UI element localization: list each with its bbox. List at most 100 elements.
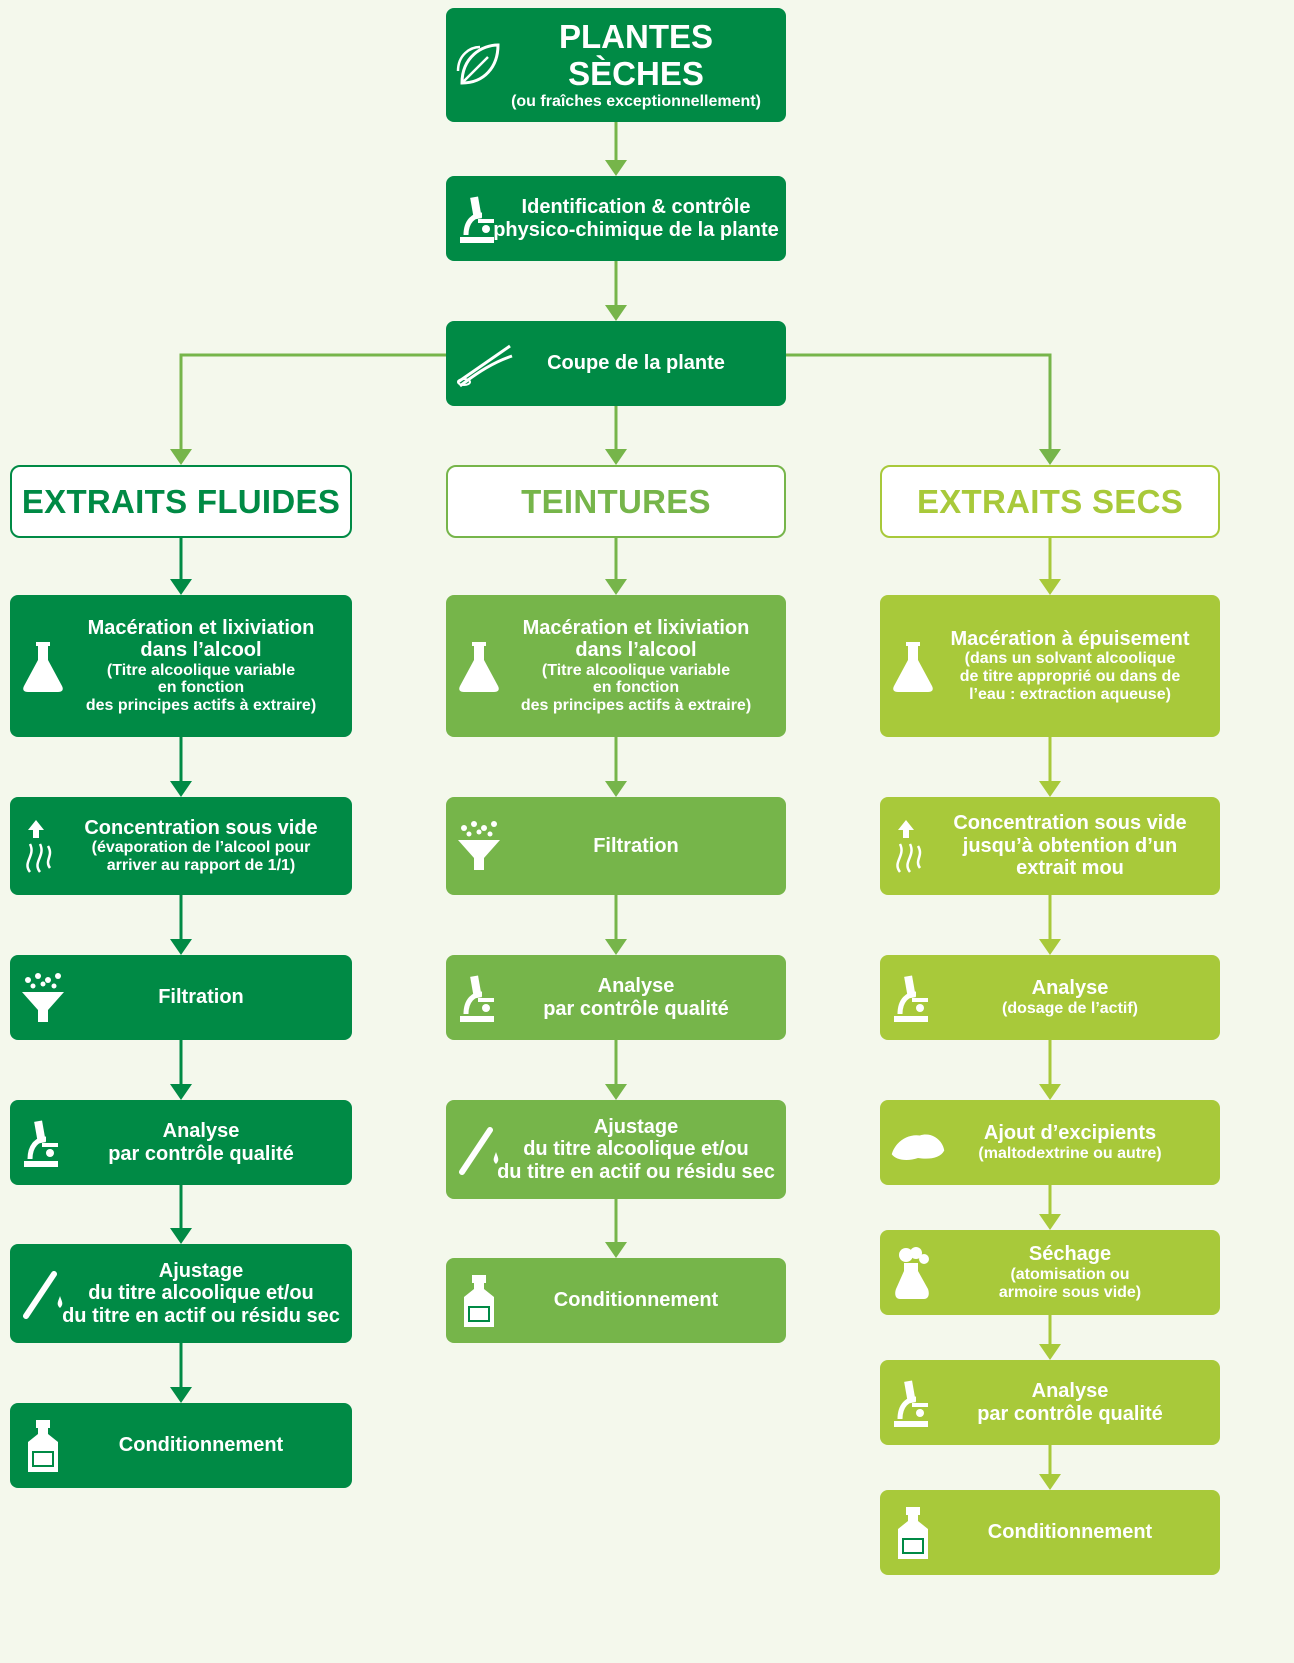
identification-line1: Identification & contrôle [521, 196, 751, 219]
secs-excipients-title: Ajout d’excipients [983, 1122, 1157, 1145]
microscope-icon [888, 1375, 938, 1431]
arrow-head [170, 579, 192, 595]
bottle-icon [888, 1505, 938, 1561]
arrow-head [170, 1084, 192, 1100]
funnel-icon [18, 970, 68, 1026]
connector-line [786, 353, 1052, 451]
secs-maceration-title: Macération à épuisement [950, 627, 1190, 650]
secs-excipients-sub: (maltodextrine ou autre) [978, 1144, 1162, 1162]
flask-icon [454, 638, 504, 694]
teintures-analyse-title2: par contrôle qualité [543, 997, 729, 1020]
fluides-concentration-sub1: (évaporation de l’alcool pour [91, 839, 311, 857]
teintures-maceration-sub2: en fonction [592, 679, 680, 697]
secs-sechage-title: Séchage [1028, 1243, 1112, 1266]
teintures-analyse-title1: Analyse [597, 975, 675, 998]
scissors-icon [454, 336, 514, 392]
fluides-ajustage-title1: Ajustage [158, 1259, 244, 1282]
bottle-icon [18, 1418, 68, 1474]
secs-analyse1-sub: (dosage de l’actif) [1001, 999, 1139, 1017]
teintures-conditionnement-title: Conditionnement [553, 1289, 719, 1312]
identification-line2: physico-chimique de la plante [493, 218, 779, 241]
secs-concentration-title2: jusqu’à obtention d’un [962, 834, 1178, 857]
fluides-conditionnement-box: Conditionnement [10, 1403, 352, 1488]
header-extraits-secs: EXTRAITS SECS [880, 465, 1220, 538]
fluides-concentration-sub2: arriver au rapport de 1/1) [106, 857, 296, 875]
fluides-conditionnement-title: Conditionnement [118, 1434, 284, 1457]
funnel-icon [454, 818, 504, 874]
fluides-maceration-title1: Macération et lixiviation [87, 616, 315, 639]
secs-sechage-sub1: (atomisation ou [1010, 1265, 1130, 1283]
teintures-maceration-sub3: des principes actifs à extraire) [520, 697, 752, 715]
arrow-head [1039, 1344, 1061, 1360]
arrow-head [170, 781, 192, 797]
fluides-concentration-title: Concentration sous vide [84, 816, 318, 839]
secs-analyse2-title1: Analyse [1031, 1380, 1109, 1403]
secs-concentration-title3: extrait mou [1016, 857, 1124, 880]
teintures-conditionnement-box: Conditionnement [446, 1258, 786, 1343]
fluides-maceration-sub3: des principes actifs à extraire) [85, 697, 317, 715]
microscope-icon [454, 970, 504, 1026]
arrow-head [1039, 449, 1061, 465]
dryer-icon [888, 1245, 938, 1301]
flask-icon [888, 638, 938, 694]
teintures-maceration-title1: Macération et lixiviation [522, 616, 750, 639]
plantes-seches-subtitle: (ou fraîches exceptionnellement) [511, 93, 761, 110]
header-teintures: TEINTURES [446, 465, 786, 538]
arrow-head [1039, 939, 1061, 955]
arrow-head [1039, 1214, 1061, 1230]
connector-line [179, 353, 446, 451]
microscope-icon [454, 191, 504, 247]
arrow-head [605, 1242, 627, 1258]
fluides-maceration-sub1: (Titre alcoolique variable [106, 661, 296, 679]
arrow-head [1039, 1084, 1061, 1100]
fluides-concentration-box: Concentration sous vide(évaporation de l… [10, 797, 352, 895]
microscope-icon [18, 1115, 68, 1171]
powder-icon [888, 1115, 948, 1171]
arrow-head [605, 449, 627, 465]
fluides-filtration-box: Filtration [10, 955, 352, 1040]
arrow-head [605, 305, 627, 321]
steam-icon [18, 818, 68, 874]
fluides-maceration-sub2: en fonction [157, 679, 245, 697]
arrow-head [605, 579, 627, 595]
secs-conditionnement-title: Conditionnement [987, 1521, 1153, 1544]
secs-analyse1-title: Analyse [1031, 977, 1109, 1000]
secs-maceration-sub2: de titre approprié ou dans de [959, 668, 1181, 686]
coupe-box: Coupe de la plante [446, 321, 786, 406]
pipette-icon [18, 1266, 68, 1322]
secs-analyse2-title2: par contrôle qualité [977, 1402, 1163, 1425]
secs-concentration-title1: Concentration sous vide [953, 812, 1187, 835]
teintures-filtration-box: Filtration [446, 797, 786, 895]
teintures-ajustage-title3: du titre en actif ou résidu sec [497, 1160, 775, 1183]
teintures-maceration-title2: dans l’alcool [575, 639, 697, 662]
arrow-head [1039, 579, 1061, 595]
plantes-seches-box: PLANTES SÈCHES(ou fraîches exceptionnell… [446, 8, 786, 122]
leaf-icon [454, 37, 504, 93]
arrow-head [605, 1084, 627, 1100]
secs-maceration-sub1: (dans un solvant alcoolique [964, 650, 1176, 668]
fluides-analyse-title1: Analyse [162, 1120, 240, 1143]
secs-conditionnement-box: Conditionnement [880, 1490, 1220, 1575]
arrow-head [170, 449, 192, 465]
plantes-seches-title: PLANTES SÈCHES [558, 18, 713, 93]
fluides-analyse-title2: par contrôle qualité [108, 1142, 294, 1165]
flask-icon [18, 638, 68, 694]
secs-maceration-sub3: l’eau : extraction aqueuse) [969, 686, 1171, 704]
secs-analyse1-box: Analyse(dosage de l’actif) [880, 955, 1220, 1040]
teintures-ajustage-title2: du titre alcoolique et/ou [523, 1138, 749, 1161]
arrow-head [605, 939, 627, 955]
bottle-icon [454, 1273, 504, 1329]
teintures-maceration-sub1: (Titre alcoolique variable [541, 661, 731, 679]
arrow-head [605, 160, 627, 176]
arrow-head [605, 781, 627, 797]
